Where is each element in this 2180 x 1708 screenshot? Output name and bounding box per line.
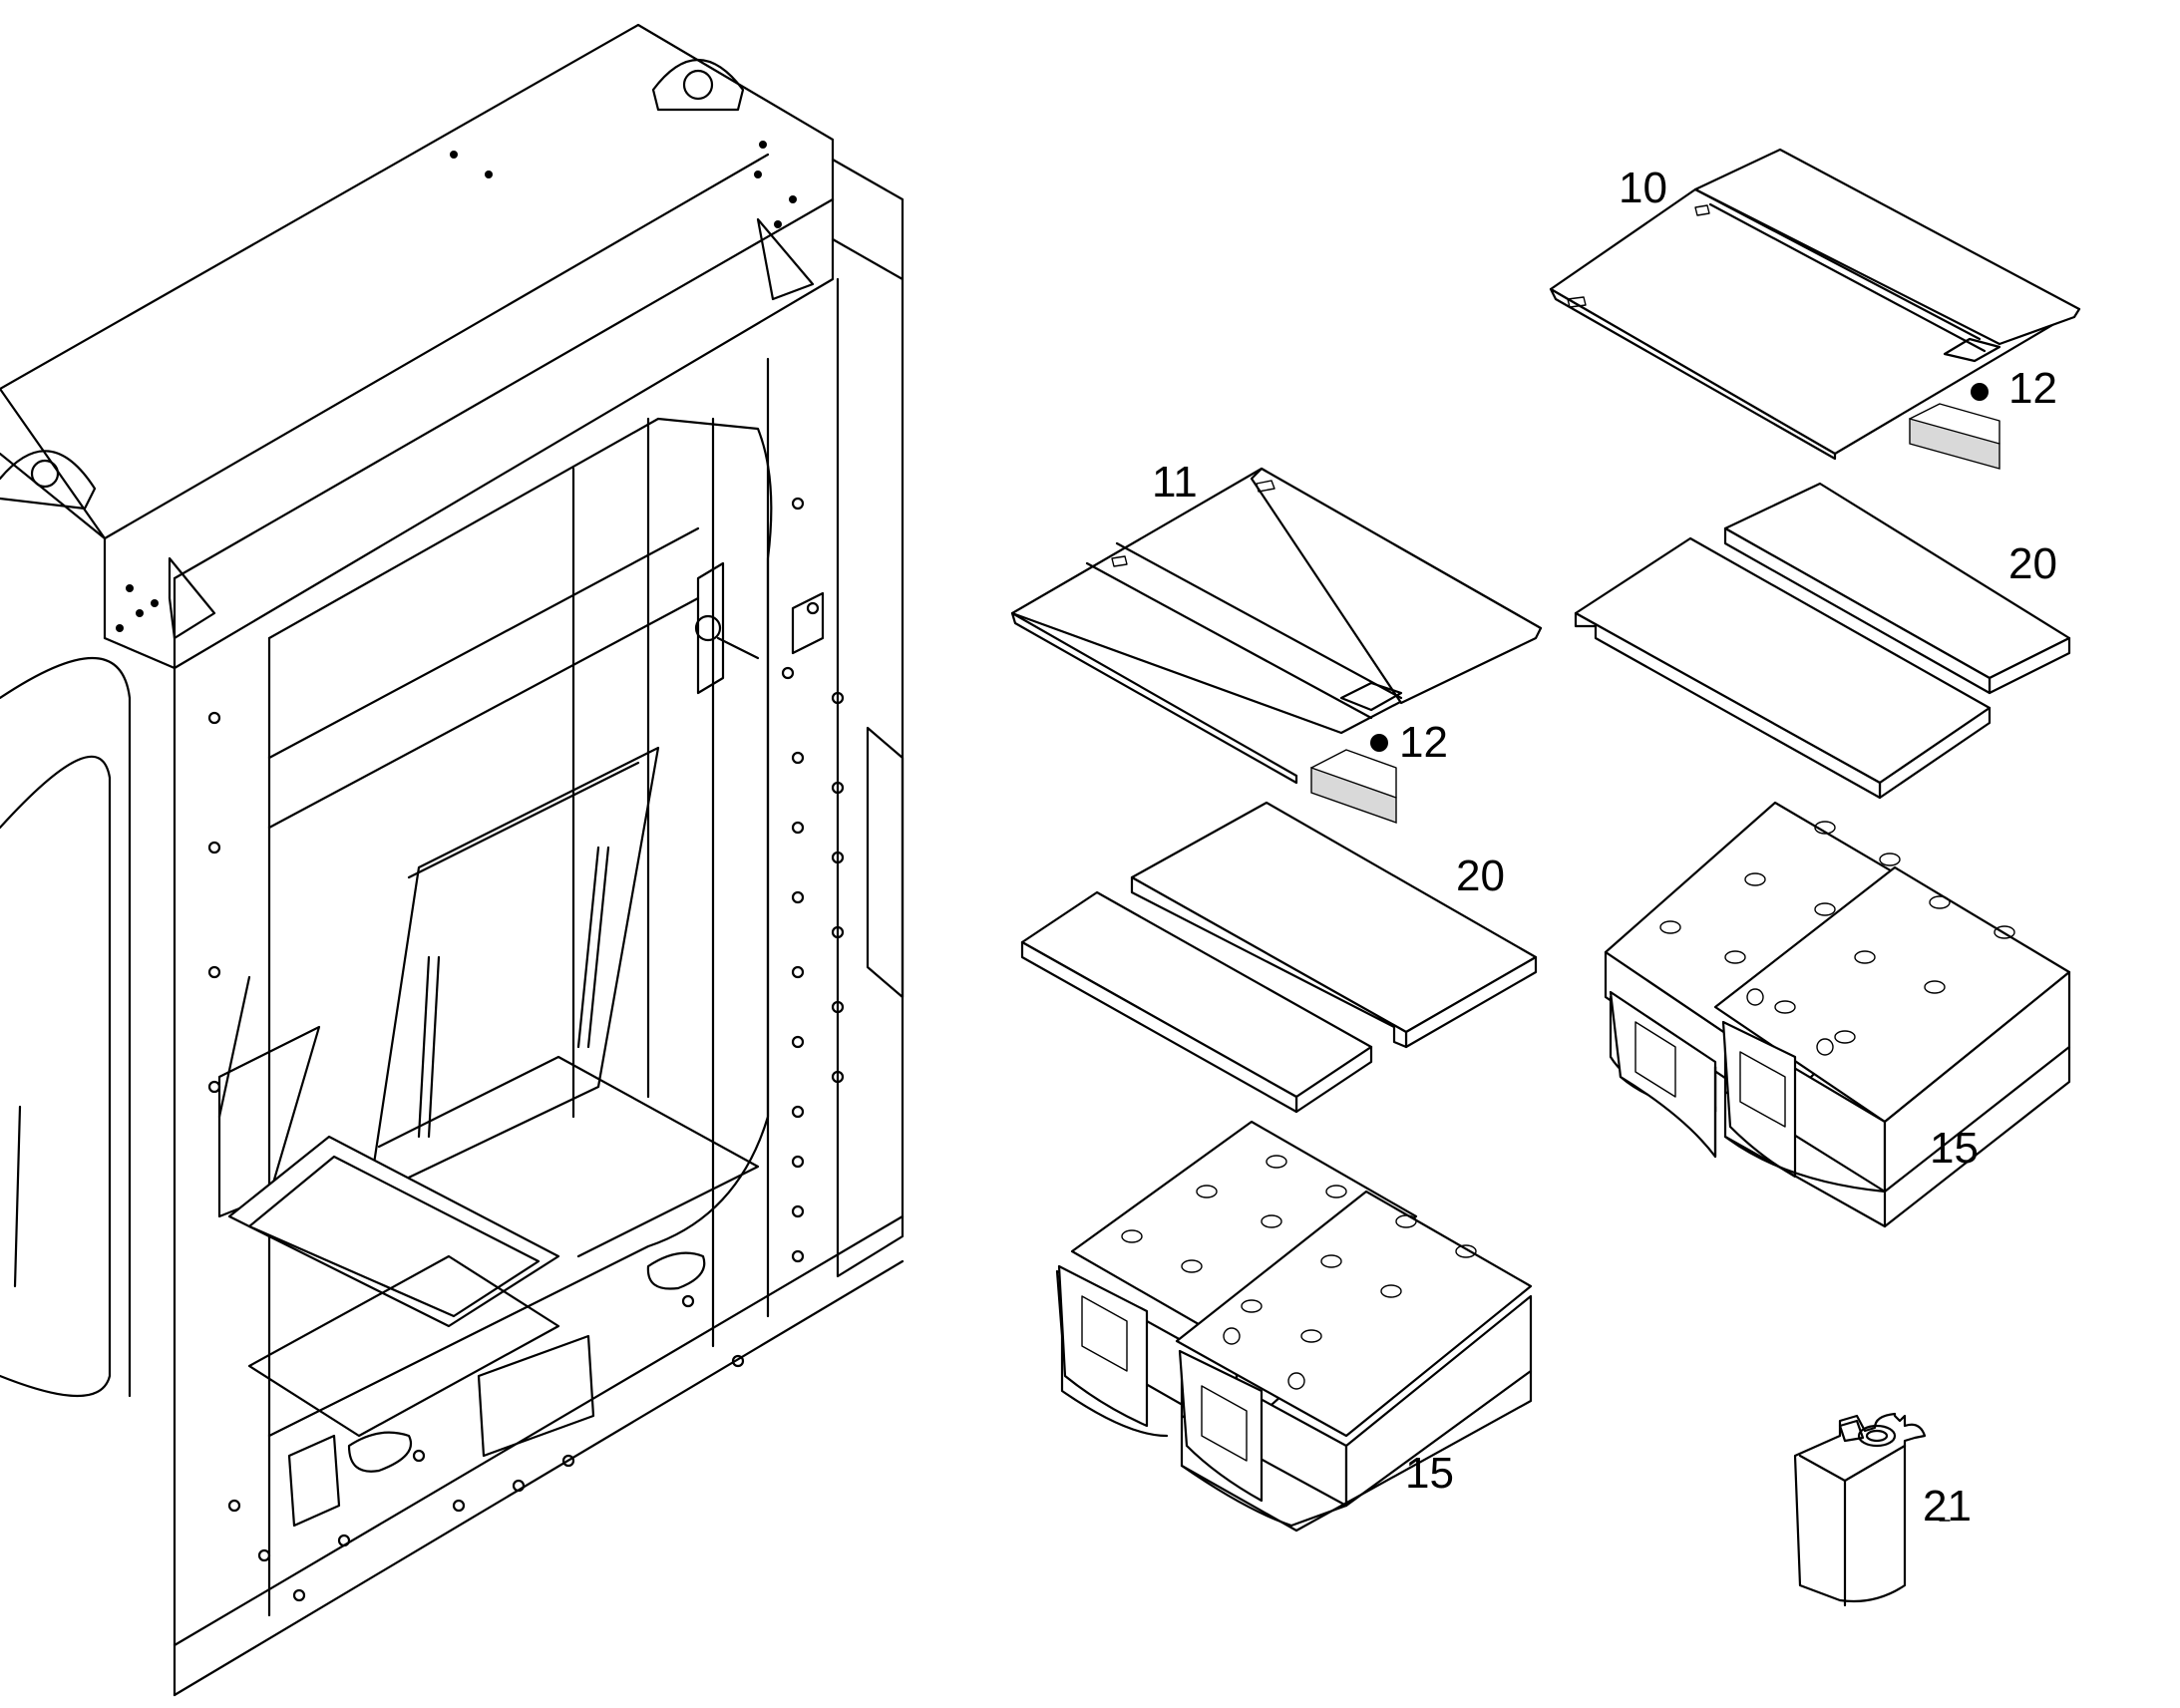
callout-11: 11	[1152, 458, 1198, 507]
mat-pads-20-left	[1020, 801, 1538, 1114]
callout-20-left: 20	[1456, 852, 1505, 900]
batteries-15-right	[1604, 801, 2071, 1228]
cover-plate-11	[1010, 467, 1543, 824]
fluid-canister-21	[1793, 1412, 1927, 1607]
cover-plate-10	[1549, 148, 2081, 470]
mat-pads-20-right	[1574, 482, 2071, 800]
callout-12-top: 12	[2008, 364, 2057, 413]
callout-15-left: 15	[1405, 1449, 1454, 1498]
cab-frame-assembly	[0, 23, 905, 1697]
callout-20-right: 20	[2008, 539, 2057, 588]
callout-21: 21	[1923, 1482, 1972, 1531]
callout-10: 10	[1619, 164, 1667, 212]
callout-15-right: 15	[1930, 1124, 1979, 1173]
callout-12-mid: 12	[1399, 718, 1448, 767]
batteries-15-left	[1055, 1120, 1533, 1533]
